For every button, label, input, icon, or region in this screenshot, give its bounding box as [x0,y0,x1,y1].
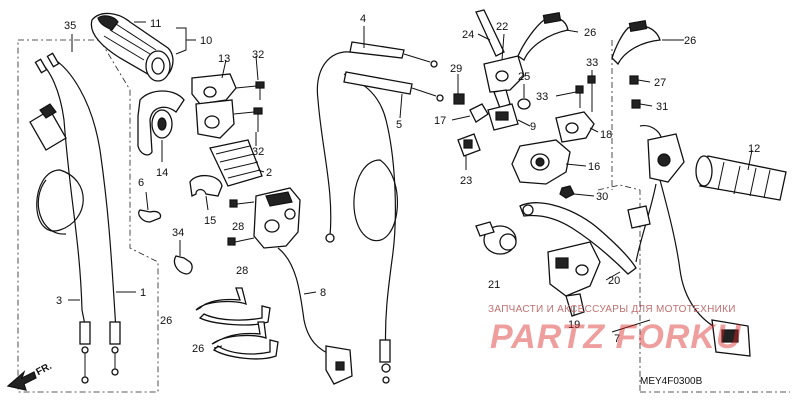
label-23: 23 [460,175,472,187]
label-9: 9 [530,121,536,133]
clamp-34-part [173,240,193,275]
label-24: 24 [462,29,474,41]
bolt-33-b-part [587,75,596,112]
leader-lines [68,21,753,349]
nut-30-part [559,185,575,199]
cables-4-5-part [316,41,444,384]
nut-29-part [453,93,465,105]
bolt-32-lower-part [233,107,263,132]
label-3: 3 [56,295,62,307]
label-2: 2 [266,167,272,179]
collar-25-part [517,98,531,110]
master-cylinder-19-part [547,241,601,317]
label-27: 27 [654,77,666,89]
label-29: 29 [450,63,462,75]
label-33-b: 33 [536,91,548,103]
band-26-top-b-part [611,19,661,66]
label-33-a: 33 [586,57,598,69]
throttle-bracket-part [191,73,237,139]
label-25: 25 [518,71,530,83]
left-grip-part [90,12,174,82]
throttle-cables-part [34,52,121,384]
label-10: 10 [200,35,212,47]
right-switch-harness-7-part [627,125,751,357]
cable-boot-part [29,103,67,151]
bolt-28-upper-part [229,199,255,208]
label-8: 8 [320,287,326,299]
label-31: 31 [656,101,668,113]
label-35: 35 [64,20,76,32]
switch-17-part [469,103,489,123]
label-1: 1 [140,287,146,299]
label-30: 30 [596,191,608,203]
screw-31-part [631,99,641,109]
front-arrow-icon [6,370,37,391]
label-34: 34 [172,227,184,239]
nut-27-part [629,75,639,85]
part-21-part [475,221,517,255]
watermark-logo: PARTZ FORKU [490,318,742,356]
label-4: 4 [360,13,366,25]
frame-left-cables [17,39,159,393]
label-7: 7 [614,333,620,345]
clip-6-part [138,191,162,223]
clutch-bracket-part [475,9,525,109]
label-21: 21 [488,279,500,291]
label-16: 16 [588,161,600,173]
label-28-upper: 28 [232,221,244,233]
label-26-bottom: 26 [192,343,204,355]
part-23-part [457,133,481,157]
label-22: 22 [496,21,508,33]
label-26-top-a: 26 [584,27,596,39]
switch-9-part [487,103,519,131]
bolt-33-a-part [575,85,584,108]
label-15: 15 [204,215,216,227]
bolt-28-lower-part [227,237,255,246]
label-11: 11 [150,18,161,30]
lever-20-part [519,202,637,275]
throttle-housing-part [137,90,185,156]
watermark-tagline: ЗАПЧАСТИ И АКСЕССУАРЫ ДЛЯ МОТОТЕХНИКИ [488,304,736,315]
bracket-18-part [555,111,595,143]
label-26-left: 26 [160,315,172,327]
band-26-bottom-b-part [211,321,279,360]
label-6: 6 [138,177,144,189]
label-14: 14 [156,167,168,179]
label-12: 12 [748,143,760,155]
grip-sleeve-part [209,139,263,187]
label-20: 20 [608,275,620,287]
lever-holder-16-part [511,139,571,185]
frame-right-harness [597,184,641,392]
right-grip-12-part [695,155,787,201]
label-26-top-b: 26 [684,35,696,47]
label-32-upper: 32 [252,49,264,61]
label-19: 19 [568,319,580,331]
label-5: 5 [396,119,402,131]
band-26-bottom-a-part [195,287,271,326]
bolt-32-top-part [235,81,265,100]
label-18: 18 [600,129,612,141]
label-13: 13 [218,53,230,65]
diagram-code: MEY4F0300B [640,376,703,387]
label-32-lower: 32 [252,146,264,158]
label-17: 17 [434,115,446,127]
label-28-lower: 28 [236,265,248,277]
clamp-15-part [189,175,223,197]
band-26-top-a-part [517,11,569,61]
left-switch-part [253,187,353,385]
